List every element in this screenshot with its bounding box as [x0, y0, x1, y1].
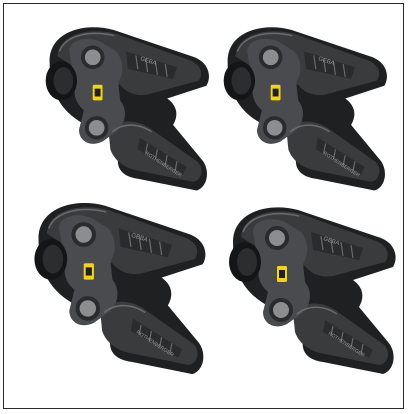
jaw-text: GEBA — [139, 56, 157, 67]
press-jaw-top-right: GEBA ROTHENBERGER — [222, 26, 388, 192]
press-jaw-bottom-left: GEBA ROTHENBERGER — [33, 202, 207, 375]
jaw-text: GEBA — [322, 236, 340, 247]
press-jaw-top-left: GEBA ROTHENBERGER — [44, 26, 210, 192]
press-jaw-bottom-right: GEBA ROTHENBERGER — [228, 206, 397, 375]
jaw-text: GEBA — [317, 56, 335, 67]
